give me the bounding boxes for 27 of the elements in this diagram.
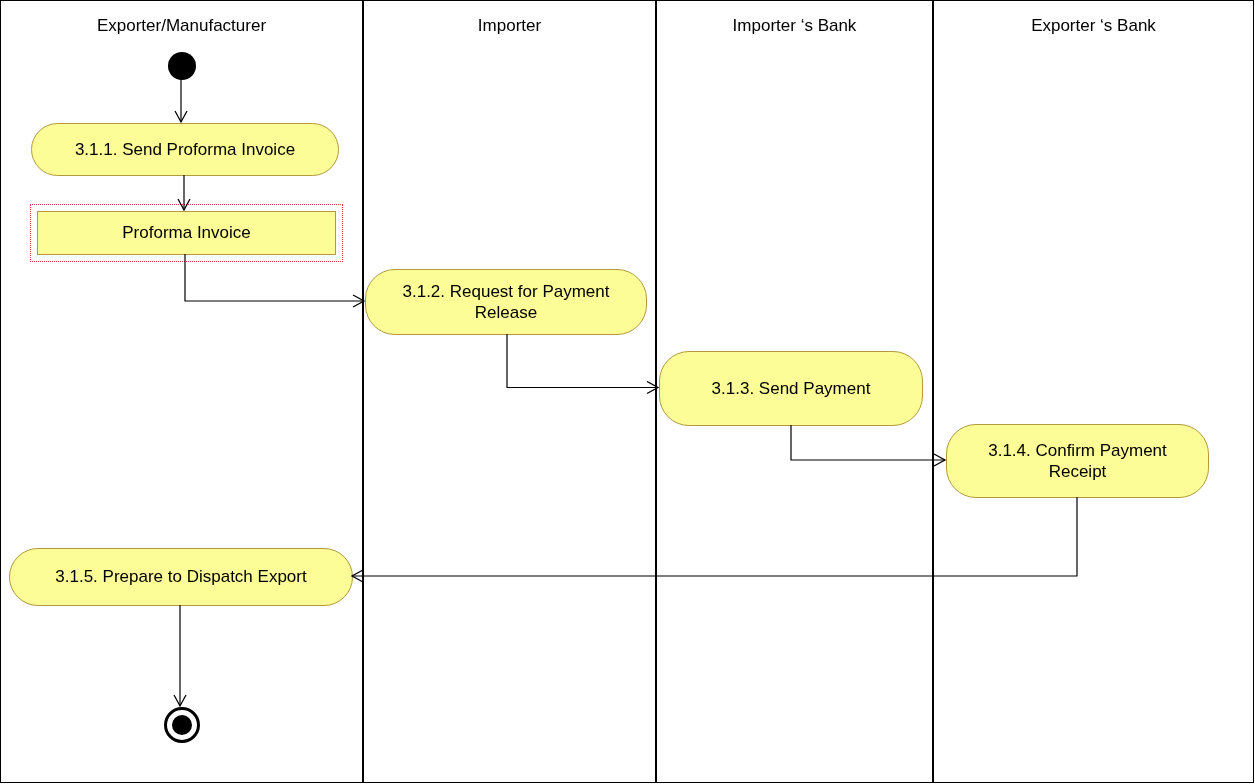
node-label: 3.1.2. Request for Payment Release	[401, 280, 611, 324]
action-node	[659, 351, 923, 426]
action-node	[31, 123, 339, 176]
node-label: 3.1.5. Prepare to Dispatch Export	[55, 566, 307, 588]
lane-heading: Exporter ‘s Bank	[1030, 15, 1157, 37]
node-label: 3.1.1. Send Proforma Invoice	[74, 138, 296, 161]
arrow	[174, 78, 188, 123]
action-node	[365, 269, 647, 335]
arrow	[506, 333, 659, 395]
arrow	[790, 424, 946, 467]
arrow	[184, 253, 365, 308]
arrow	[173, 604, 187, 707]
swimlane	[0, 0, 363, 783]
end-node	[164, 707, 200, 743]
arrow	[351, 496, 1078, 583]
action-node	[946, 424, 1209, 498]
swimlane	[933, 0, 1254, 783]
node-label: Proforma Invoice	[122, 222, 251, 244]
swimlane	[656, 0, 933, 783]
start-node	[168, 52, 196, 80]
arrow	[177, 174, 191, 211]
lane-heading: Importer ‘s Bank	[731, 15, 858, 37]
node-label: 3.1.3. Send Payment	[711, 377, 871, 400]
lane-heading: Importer	[476, 15, 543, 37]
lane-heading: Exporter/Manufacturer	[95, 15, 268, 37]
swimlane	[363, 0, 656, 783]
node-label: 3.1.4. Confirm Payment Receipt	[987, 439, 1168, 483]
